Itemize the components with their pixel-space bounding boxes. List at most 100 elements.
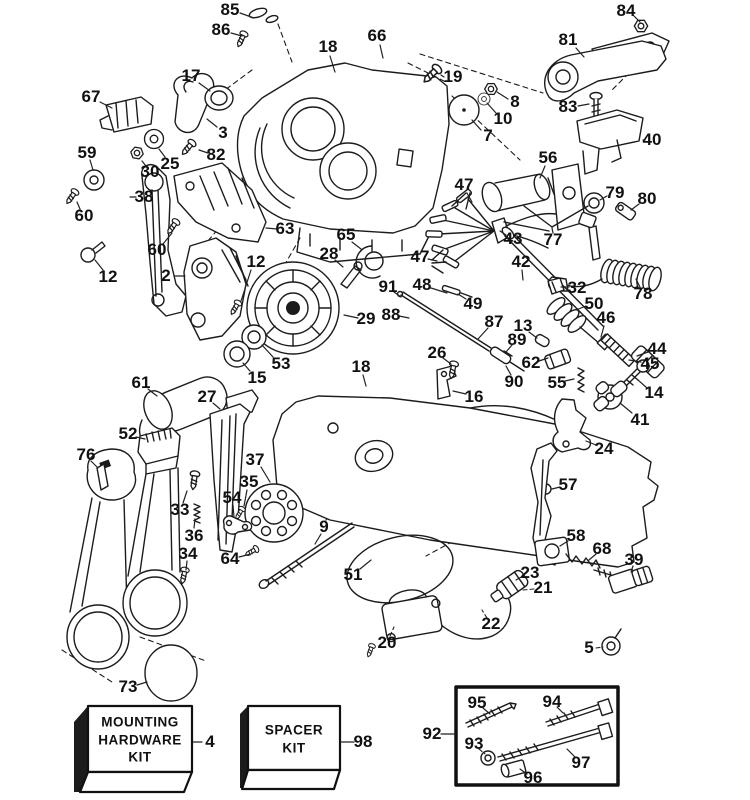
callout-41: 41: [630, 410, 650, 429]
kit-text-line: MOUNTING: [101, 714, 179, 730]
hardware-parts-box: [454, 685, 620, 787]
callout-62: 62: [521, 353, 541, 372]
callout-4: 4: [205, 732, 215, 751]
top-right-parts-art: [544, 19, 670, 175]
callout-18: 18: [318, 37, 338, 56]
mounting-hardware-kit-label: MOUNTING HARDWARE KIT: [98, 714, 182, 767]
shift-cam-wheel-art: [223, 245, 384, 368]
callout-76: 76: [76, 445, 96, 464]
callout-52: 52: [118, 424, 138, 443]
callout-48: 48: [412, 275, 432, 294]
spacer-kit-label: SPACER KIT: [265, 721, 323, 756]
callout-9: 9: [319, 517, 329, 536]
callout-88: 88: [381, 305, 401, 324]
callout-54: 54: [222, 488, 242, 507]
callout-28: 28: [319, 244, 339, 263]
callout-3: 3: [218, 123, 228, 142]
callout-50: 50: [584, 294, 604, 313]
callout-30: 30: [140, 162, 160, 181]
callout-20: 20: [377, 633, 397, 652]
callout-35: 35: [239, 472, 259, 491]
callout-24: 24: [594, 439, 614, 458]
callout-80: 80: [637, 189, 657, 208]
callout-7: 7: [483, 126, 493, 145]
callout-83: 83: [558, 97, 578, 116]
callout-64: 64: [220, 549, 240, 568]
callout-29: 29: [356, 309, 376, 328]
callout-44: 44: [647, 339, 667, 358]
kit-text-line: KIT: [282, 740, 306, 755]
callout-2: 2: [161, 266, 171, 285]
kit-text-line: KIT: [128, 749, 152, 765]
callout-67: 67: [81, 87, 101, 106]
callout-47: 47: [454, 175, 474, 194]
callout-60: 60: [74, 206, 94, 225]
callout-10: 10: [493, 109, 513, 128]
callout-46: 46: [596, 308, 616, 327]
callout-12: 12: [98, 267, 118, 286]
callout-65: 65: [336, 225, 356, 244]
callout-49: 49: [463, 294, 483, 313]
callout-43: 43: [503, 229, 523, 248]
kit-text-line: SPACER: [264, 722, 324, 738]
callout-15: 15: [247, 368, 267, 387]
callout-53: 53: [271, 354, 291, 373]
callout-78: 78: [633, 284, 653, 303]
callout-37: 37: [245, 450, 265, 469]
callout-82: 82: [206, 145, 226, 164]
levers-brackets-left-art: [141, 162, 267, 341]
callout-32: 32: [567, 278, 587, 297]
callout-94: 94: [542, 692, 562, 711]
callout-33: 33: [170, 500, 190, 519]
callout-77: 77: [543, 230, 563, 249]
callout-12: 12: [246, 252, 266, 271]
callout-36: 36: [184, 526, 204, 545]
callout-47: 47: [410, 247, 430, 266]
callout-55: 55: [547, 373, 567, 392]
wiring-harness-art: [425, 188, 589, 298]
callout-63: 63: [275, 219, 295, 238]
callout-25: 25: [160, 154, 180, 173]
callout-59: 59: [77, 143, 97, 162]
fasteners-art: [62, 29, 498, 586]
callout-34: 34: [178, 544, 198, 563]
callout-19: 19: [443, 67, 463, 86]
callout-98: 98: [353, 732, 373, 751]
callout-95: 95: [467, 693, 487, 712]
callout-21: 21: [533, 578, 553, 597]
callout-73: 73: [118, 677, 138, 696]
callout-61: 61: [131, 373, 151, 392]
lower-cover-art: [258, 395, 659, 604]
callout-leader-lines: [76, 12, 649, 775]
callout-56: 56: [538, 148, 558, 167]
handles-art: [66, 376, 304, 702]
callout-91: 91: [378, 277, 398, 296]
callout-60: 60: [147, 240, 167, 259]
callout-27: 27: [197, 387, 217, 406]
callout-45: 45: [640, 354, 660, 373]
callout-22: 22: [481, 614, 501, 633]
mounting-hardware-kit-box: [74, 704, 194, 794]
callout-85: 85: [220, 0, 240, 19]
callout-18: 18: [351, 357, 371, 376]
callout-92: 92: [422, 724, 442, 743]
callout-16: 16: [464, 387, 484, 406]
callout-97: 97: [571, 753, 591, 772]
spacer-kit-box: [240, 704, 342, 791]
callout-17: 17: [181, 66, 201, 85]
kit-text-line: HARDWARE: [98, 732, 182, 748]
callout-57: 57: [558, 475, 578, 494]
callout-40: 40: [642, 130, 662, 149]
callout-87: 87: [484, 312, 504, 331]
solenoid-art: [481, 163, 637, 231]
callout-5: 5: [584, 638, 594, 657]
callout-26: 26: [427, 343, 447, 362]
callout-51: 51: [343, 565, 363, 584]
callout-66: 66: [367, 26, 387, 45]
callout-79: 79: [605, 183, 625, 202]
callout-84: 84: [616, 1, 636, 20]
callout-14: 14: [644, 383, 664, 402]
upper-housing-art: [236, 62, 450, 263]
